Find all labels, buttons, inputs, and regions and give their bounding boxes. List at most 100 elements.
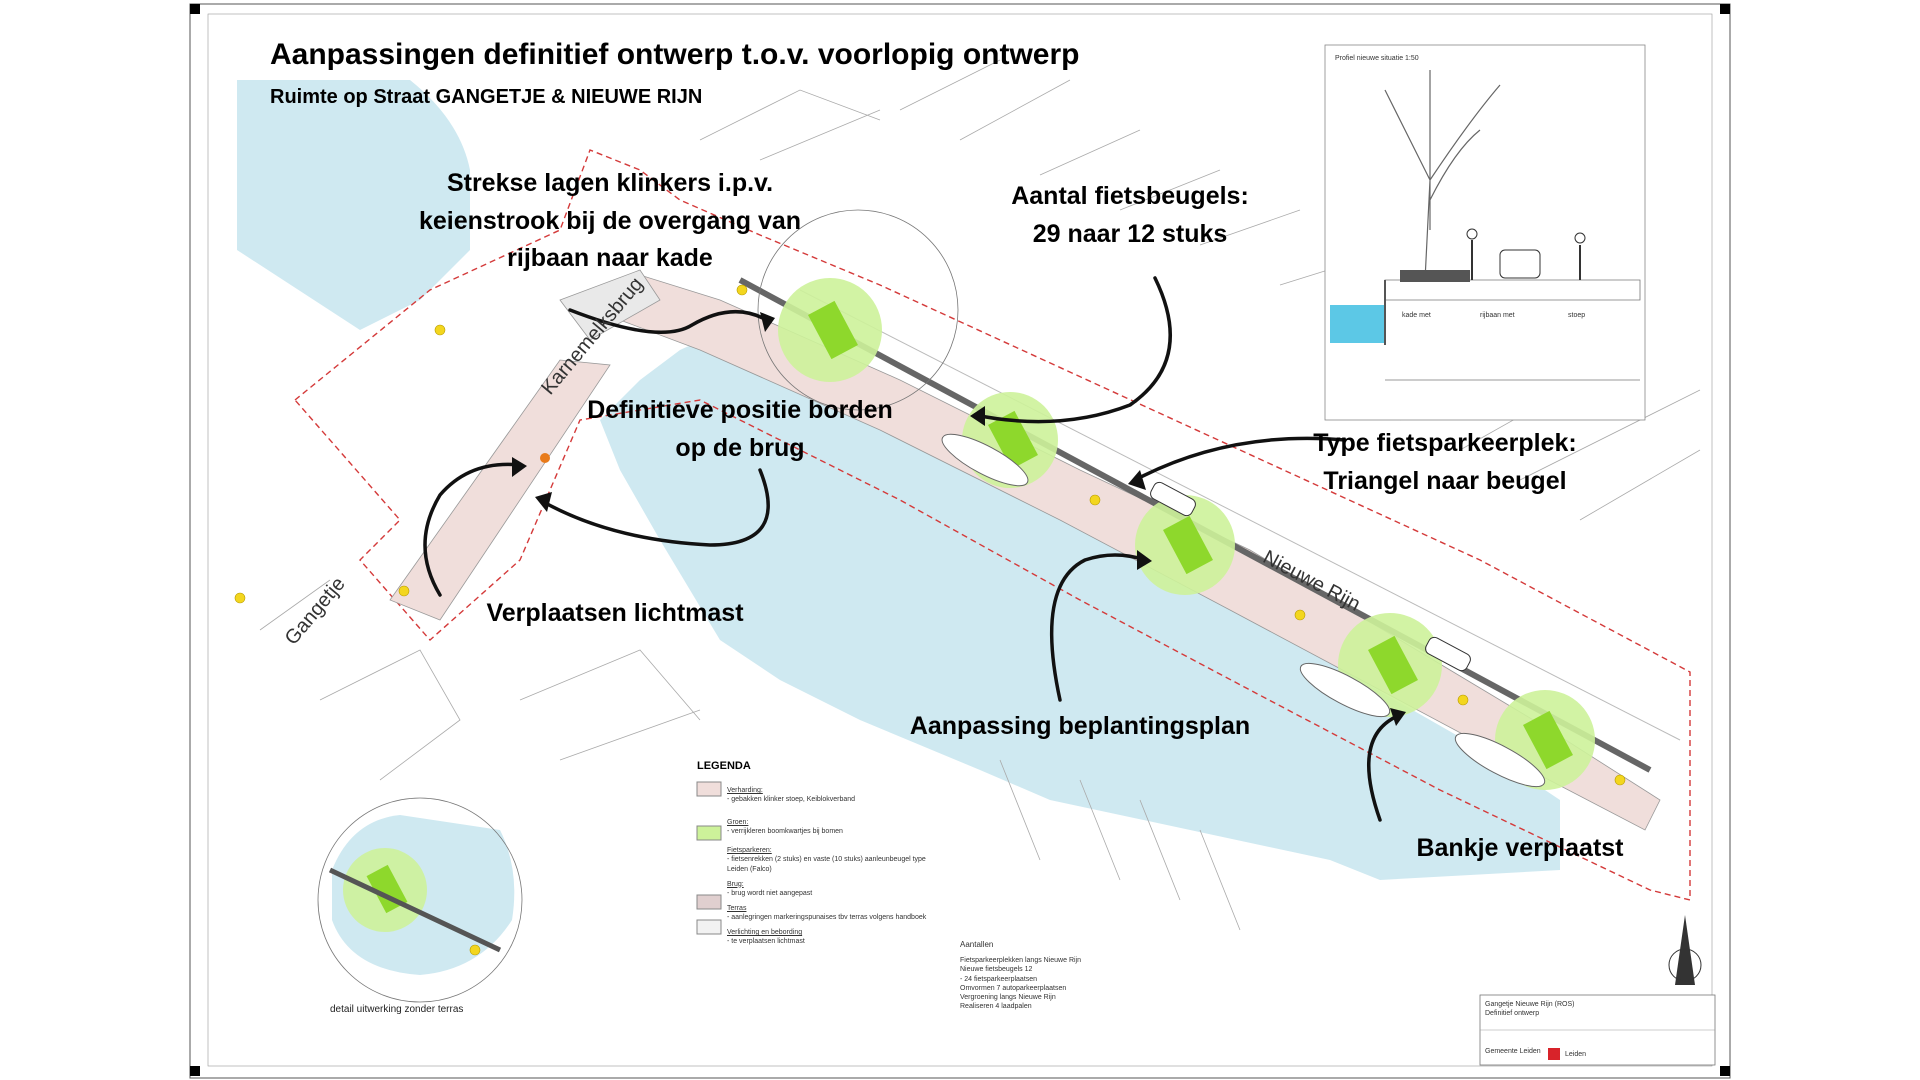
- boat: [1299, 662, 1391, 718]
- callout-line: Strekse lagen klinkers i.p.v.: [446, 169, 774, 197]
- callout-borden: Definitieve positie borden op de brug: [560, 392, 920, 467]
- callout-line: Verplaatsen lichtmast: [486, 599, 744, 627]
- legend-verlichting: Verlichting en bebording - te verplaatse…: [727, 928, 947, 946]
- title-block-subject: Definitief ontwerp: [1485, 1010, 1540, 1018]
- annotation-arrows: [423, 276, 1402, 822]
- legend-terras: Terras - aanlegringen markeringspunaises…: [727, 904, 947, 922]
- arrow-strekse-lagen: [568, 308, 772, 334]
- profile-water: [1330, 305, 1385, 343]
- aantallen-title: Aantallen: [960, 940, 994, 949]
- aantallen-line: - 24 fietsparkeerplaatsen: [960, 975, 1038, 983]
- arrow-fietsbeugels: [973, 276, 1172, 424]
- legend-heading: Fietsparkeren:: [727, 847, 772, 855]
- arrow-fietsparkeerplek: [1133, 436, 1347, 482]
- tree-planter: [1523, 710, 1573, 770]
- legend-text: - fietsenrekken (2 stuks) en vaste (10 s…: [727, 856, 926, 873]
- aantallen-line: Vergroening langs Nieuwe Rijn: [960, 993, 1056, 1001]
- arrow-borden: [538, 468, 770, 547]
- legend-heading: Verharding:: [727, 787, 763, 794]
- callout-line: op de brug: [675, 433, 805, 462]
- arrow-bankje: [1367, 713, 1402, 822]
- arrow-lichtmast: [423, 462, 522, 597]
- callout-line: Aanpassing beplantingsplan: [909, 712, 1251, 740]
- callout-bankje: Bankje verplaatst: [1395, 830, 1645, 868]
- legend-title: LEGENDA: [697, 760, 751, 772]
- legend-heading: Groen:: [727, 819, 749, 827]
- tree-planter: [988, 410, 1038, 470]
- legend-brug: Brug: - brug wordt niet aangepast: [727, 880, 947, 898]
- legend-fietsparkeren: Fietsparkeren: - fietsenrekken (2 stuks)…: [727, 846, 947, 873]
- legend-heading: Verlichting en bebording: [727, 929, 803, 937]
- detail-circle: [757, 209, 959, 411]
- profile-person-head: [1574, 232, 1586, 244]
- lamp-posts: [234, 284, 1626, 956]
- street-paving-gangetje: [389, 359, 611, 621]
- tree-planter: [808, 300, 858, 360]
- legend-text: - aanlegringen markeringspunaises tbv te…: [727, 913, 927, 921]
- aantallen-line: Nieuwe fietsbeugels 12: [960, 966, 1033, 974]
- aantallen-line: Omvormen 7 autoparkeerplaatsen: [960, 984, 1067, 992]
- north-arrow-icon: [1675, 915, 1695, 985]
- legend: LEGENDA Verharding: - gebakken klinker s…: [697, 760, 947, 946]
- detail-circle-terrace: [317, 797, 523, 1003]
- sheet-inner-frame: [207, 13, 1713, 1067]
- aantallen-block: Aantallen Fietsparkeerplekken langs Nieu…: [960, 940, 1220, 1011]
- legend-swatch-brug: [696, 919, 722, 935]
- callout-line: Bankje verplaatst: [1416, 834, 1624, 862]
- legend-text: - verrijkleren boomkwartjes bij bomen: [727, 828, 843, 836]
- legend-text: - brug wordt niet aangepast: [727, 889, 813, 897]
- profile-inset-frame: [1324, 44, 1646, 421]
- arrow-beplantingsplan: [1049, 553, 1147, 702]
- profile-label-rijbaan: rijbaan met: [1480, 312, 1515, 319]
- profile-inset-title: Profiel nieuwe situatie 1:50: [1335, 55, 1419, 62]
- gemeente-logo-icon: [1548, 1048, 1560, 1060]
- boat: [941, 433, 1029, 487]
- profile-label-stoep: stoep: [1568, 312, 1586, 319]
- legend-heading: Terras: [727, 904, 747, 912]
- callout-lichtmast: Verplaatsen lichtmast: [465, 595, 765, 633]
- tree-planter: [1163, 515, 1213, 575]
- callout-line: Type fietsparkeerplek:: [1313, 429, 1577, 457]
- legend-text: - gebakken klinker stoep, Keiblokverband: [727, 796, 856, 804]
- detail-quay-edge: [328, 867, 502, 953]
- corner-mark: [190, 1066, 200, 1076]
- water-top-left: [237, 80, 470, 330]
- profile-planter: [1400, 270, 1470, 282]
- profile-tree: [1384, 70, 1501, 281]
- title-block-logo-text: Leiden: [1565, 1051, 1587, 1058]
- callout-line: rijbaan naar kade: [507, 244, 713, 272]
- callout-line: Triangel naar beugel: [1323, 466, 1567, 495]
- north-arrow-circle: [1668, 948, 1702, 982]
- title-block-client: Gemeente Leiden: [1485, 1048, 1541, 1055]
- callout-beplantingsplan: Aanpassing beplantingsplan: [880, 708, 1280, 746]
- callout-fietsparkeerplek: Type fietsparkeerplek: Triangel naar beu…: [1290, 425, 1600, 500]
- legend-text: - te verplaatsen lichtmast: [727, 938, 805, 946]
- callout-line: Definitieve positie borden: [587, 396, 893, 424]
- aantallen-line: Fietsparkeerplekken langs Nieuwe Rijn: [960, 957, 1082, 965]
- corner-mark: [1720, 1066, 1730, 1076]
- profile-car: [1499, 249, 1541, 279]
- callout-strekse-lagen: Strekse lagen klinkers i.p.v. keienstroo…: [400, 165, 820, 278]
- page-title: Aanpassingen definitief ontwerp t.o.v. v…: [270, 38, 1080, 71]
- legend-swatch-verharding: [696, 781, 722, 797]
- road-line: [799, 289, 1681, 741]
- callout-fietsbeugels: Aantal fietsbeugels: 29 naar 12 stuks: [980, 178, 1280, 253]
- plan-boundary: [293, 149, 1691, 901]
- bridge: [559, 269, 661, 341]
- car: [1150, 481, 1196, 517]
- car: [1425, 636, 1471, 672]
- legend-heading: Brug:: [727, 880, 744, 888]
- corner-mark: [190, 4, 200, 14]
- legend-verharding: Verharding: - gebakken klinker stoep, Ke…: [727, 786, 947, 804]
- legend-groen: Groen: - verrijkleren boomkwartjes bij b…: [727, 818, 947, 836]
- callout-line: Aantal fietsbeugels:: [1011, 182, 1249, 210]
- title-block-project-name: Gangetje Nieuwe Rijn (ROS): [1485, 1001, 1575, 1008]
- aantallen-line: Realiseren 4 laadpalen: [960, 1002, 1032, 1010]
- callout-line: keienstrook bij de overgang van: [418, 206, 802, 235]
- tree-planter: [1368, 635, 1418, 695]
- water-canal: [600, 340, 1560, 880]
- page-subtitle: Ruimte op Straat GANGETJE & NIEUWE RIJN: [270, 86, 703, 108]
- callout-line: 29 naar 12 stuks: [1032, 219, 1228, 248]
- boat: [1454, 732, 1546, 788]
